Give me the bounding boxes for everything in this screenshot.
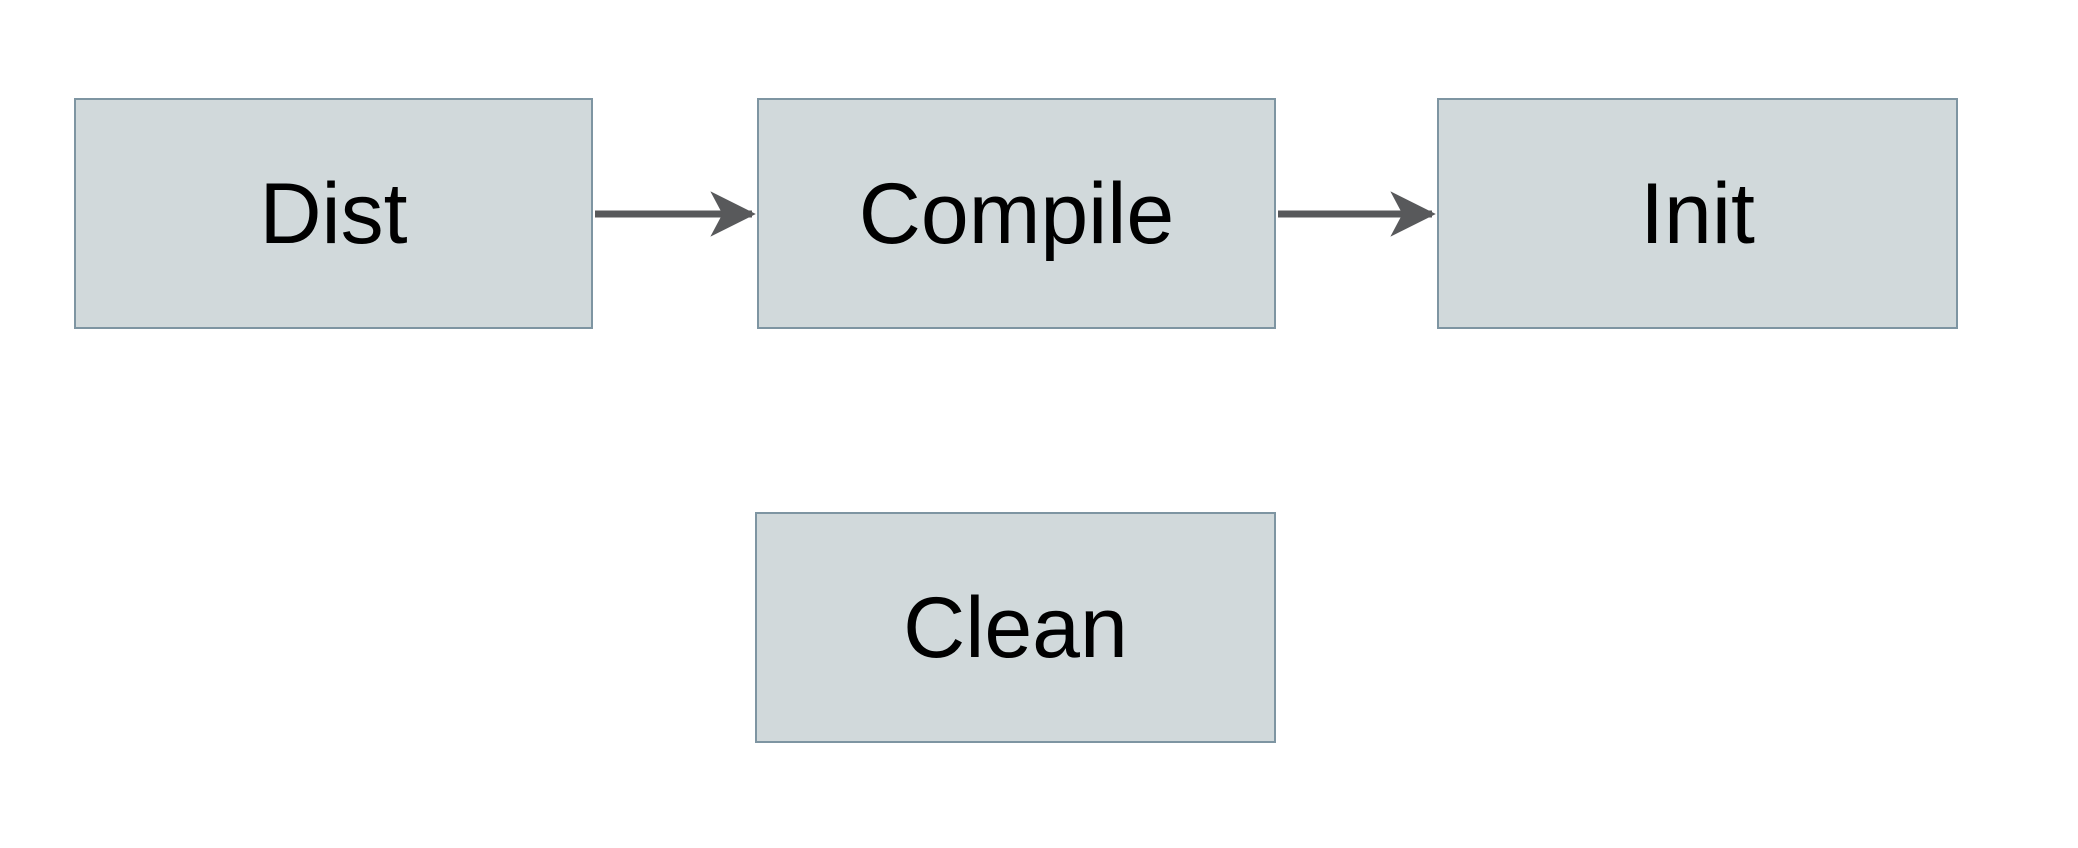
node-dist: Dist: [74, 98, 593, 329]
node-clean: Clean: [755, 512, 1276, 743]
node-dist-label: Dist: [259, 165, 408, 262]
node-init: Init: [1437, 98, 1958, 329]
node-compile-label: Compile: [858, 165, 1175, 262]
node-compile: Compile: [757, 98, 1276, 329]
node-clean-label: Clean: [903, 579, 1128, 676]
node-init-label: Init: [1640, 165, 1755, 262]
